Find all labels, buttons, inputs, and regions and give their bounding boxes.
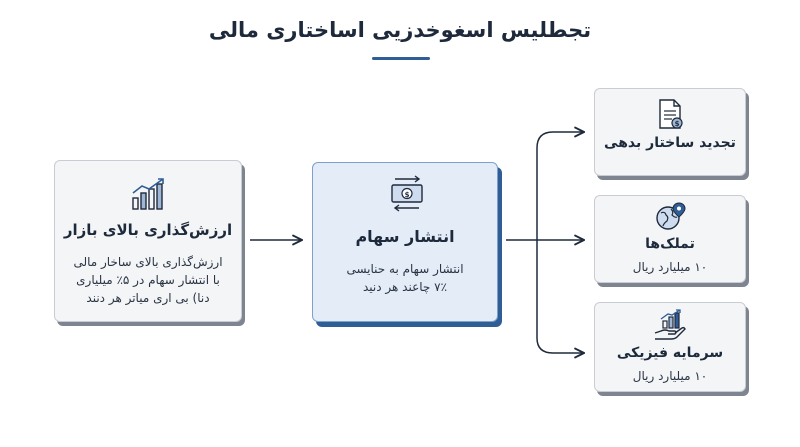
desc-line: ۷٪ چاعند هر دنید bbox=[362, 280, 448, 294]
card-acquisitions: تملک‌ها ۱۰ میلیارد ریال bbox=[594, 195, 746, 283]
card-title: ارزش‌گذاری بالای بازار bbox=[63, 221, 233, 239]
card-share-issuance: $ انتشار سهام انتشار سهام به حنایسی ۷٪ چ… bbox=[312, 162, 498, 322]
globe-location-icon bbox=[656, 202, 686, 230]
card-subtitle: ۱۰ میلیارد ریال bbox=[632, 260, 708, 274]
hand-growth-icon bbox=[654, 309, 686, 340]
bar-chart-up-icon bbox=[132, 178, 164, 210]
money-exchange-icon: $ bbox=[391, 175, 423, 212]
desc-line: انتشار سهام به حنایسی bbox=[346, 262, 464, 276]
card-title: تجدید ساختار بدهی bbox=[604, 135, 736, 151]
svg-text:$: $ bbox=[675, 120, 680, 128]
card-description: ارزش‌گذاری بالای ساخار مالی با انتشار سه… bbox=[55, 253, 241, 307]
branch-vertical bbox=[536, 131, 554, 354]
card-title: سرمایه فیزیکی bbox=[616, 345, 724, 361]
card-title: انتشار سهام bbox=[355, 227, 455, 246]
desc-line: با انتشار سهام در ۵٪ میلیاری bbox=[76, 273, 220, 287]
card-description: انتشار سهام به حنایسی ۷٪ چاعند هر دنید bbox=[313, 260, 497, 296]
card-physical-capital: سرمایه فیزیکی ۱۰ میلیارد ریال bbox=[594, 302, 746, 392]
document-dollar-icon: $ bbox=[659, 99, 683, 129]
desc-line: ارزش‌گذاری بالای ساخار مالی bbox=[73, 255, 223, 269]
title-underline bbox=[372, 57, 430, 60]
diagram-title: تجطلیس اسغوخدزیی اساختاری مالی bbox=[208, 18, 592, 42]
svg-text:$: $ bbox=[405, 191, 410, 199]
card-debt-restructuring: $ تجدید ساختار بدهی bbox=[594, 88, 746, 176]
card-market-valuation: ارزش‌گذاری بالای بازار ارزش‌گذاری بالای … bbox=[54, 160, 242, 322]
desc-line: دنا) بی اری میاتر هر دنند bbox=[86, 291, 210, 305]
card-subtitle: ۱۰ میلیارد ریال bbox=[632, 369, 708, 383]
card-title: تملک‌ها bbox=[645, 236, 695, 252]
